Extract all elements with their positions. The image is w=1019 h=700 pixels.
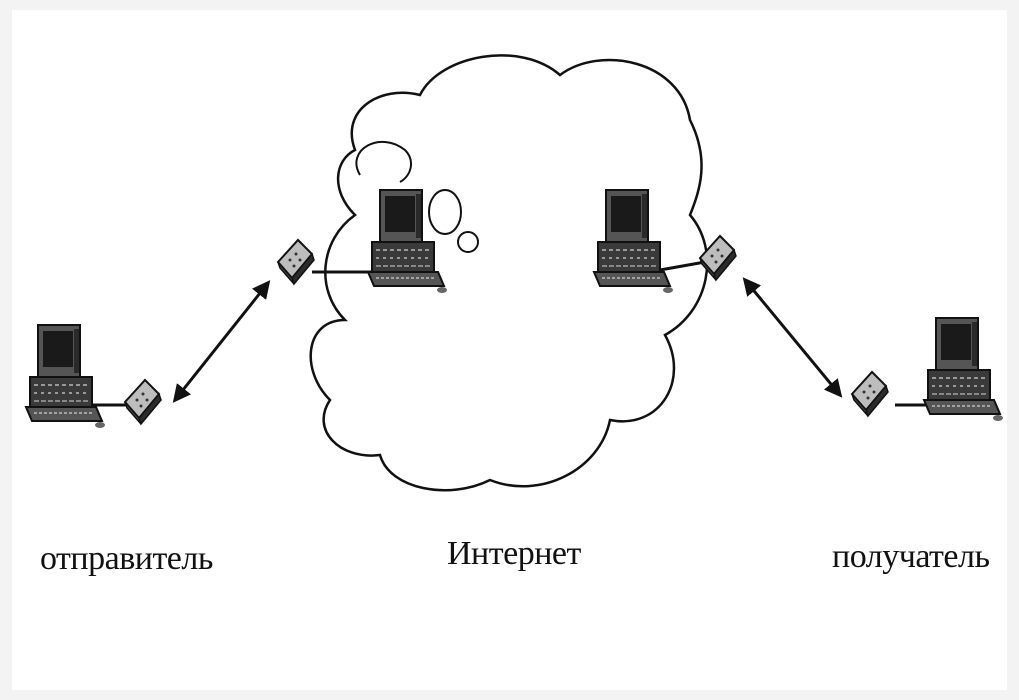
receiver-label: получатель xyxy=(832,538,990,575)
right-phone-link-arrow xyxy=(742,277,843,398)
sender-isp-modem-icon xyxy=(277,239,315,285)
internet-label: Интернет xyxy=(447,535,581,572)
receiver-computer-icon xyxy=(923,317,1004,422)
sender-label: отправитель xyxy=(40,540,213,577)
sender-modem-icon xyxy=(124,379,162,425)
left-phone-link-arrow xyxy=(172,280,271,403)
receiver-modem-icon xyxy=(851,371,889,417)
connection-lines xyxy=(90,260,930,407)
receiver-server-link xyxy=(659,260,706,272)
sender-computer-icon xyxy=(25,324,106,429)
internet-cloud xyxy=(309,54,709,492)
